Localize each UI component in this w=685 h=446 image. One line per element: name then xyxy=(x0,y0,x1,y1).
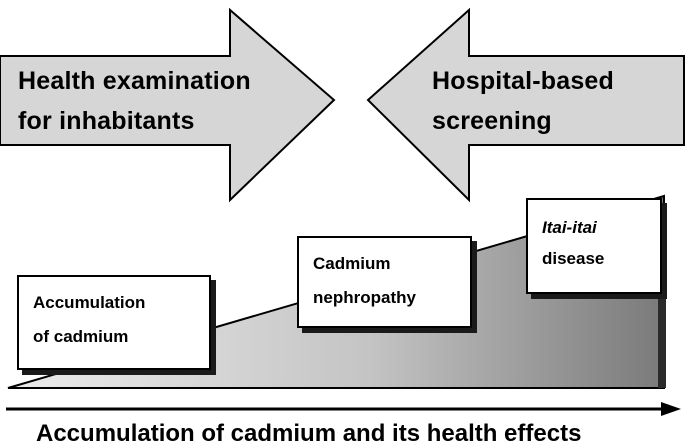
stage-accumulation-line2: of cadmium xyxy=(33,327,129,346)
ramp-edge xyxy=(658,214,666,388)
stage-itai-itai-line1: Itai-itai xyxy=(542,218,597,237)
hospital-screening-arrow xyxy=(366,7,685,203)
health-examination-label: Health examination for inhabitants xyxy=(18,67,251,135)
hospital-screening-label: Hospital-based screening xyxy=(432,67,614,135)
stage-itai-itai-line2: disease xyxy=(542,249,605,268)
stage-accumulation-line1: Accumulation xyxy=(33,293,146,312)
stage-accumulation-box: Accumulation of cadmium xyxy=(17,275,211,370)
stage-nephropathy-line2: nephropathy xyxy=(313,288,416,307)
stage-nephropathy-line1: Cadmium xyxy=(313,254,391,273)
stage-nephropathy-box: Cadmium nephropathy xyxy=(297,236,472,328)
axis-label: Accumulation of cadmium and its health e… xyxy=(36,420,582,446)
stage-itai-itai-box: Itai-itai disease xyxy=(526,198,662,294)
health-examination-arrow xyxy=(0,7,336,203)
axis-arrowhead xyxy=(661,402,681,416)
